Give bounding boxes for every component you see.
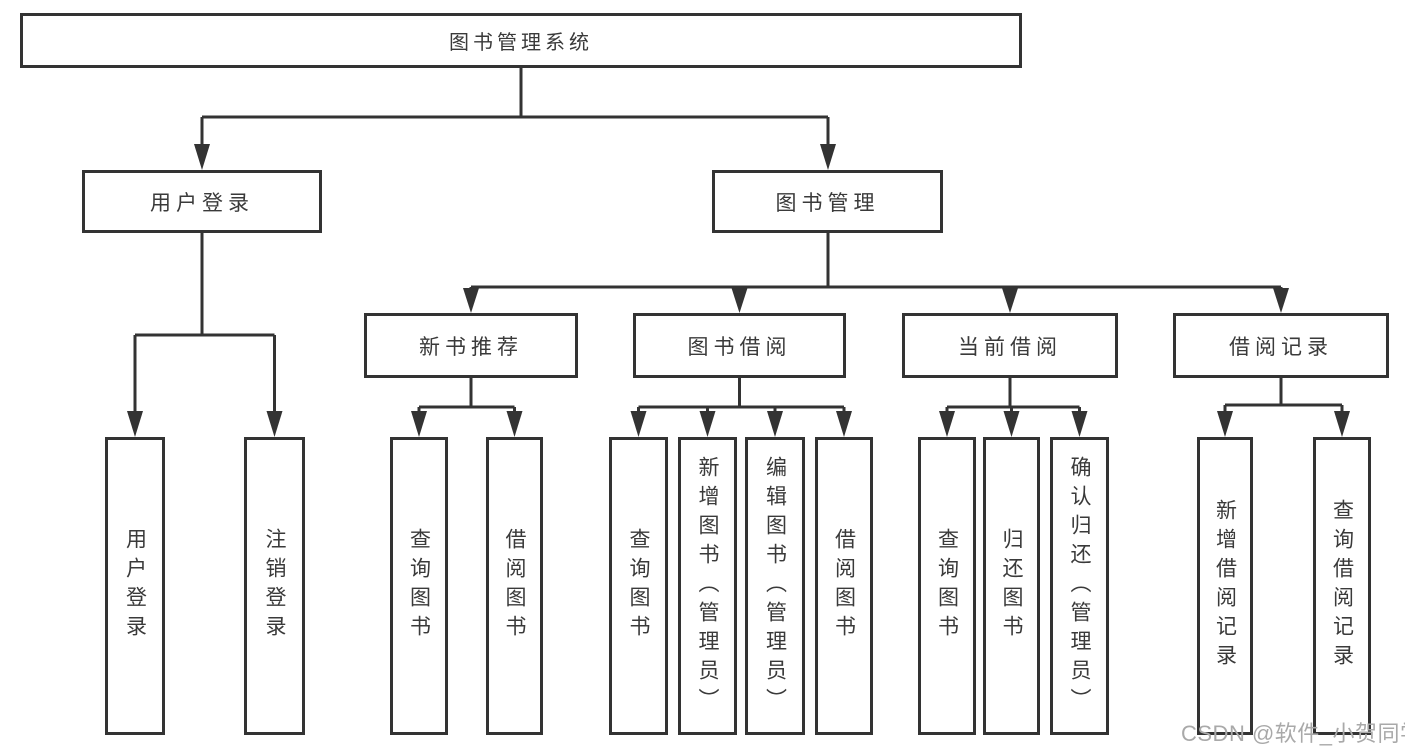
leaf-label: 查询图书 xyxy=(935,528,959,644)
node-root: 图书管理系统 xyxy=(20,13,1022,68)
connector-book-mgmt-group xyxy=(463,233,1289,313)
node-book-mgmt: 图书管理 xyxy=(712,170,943,233)
leaf-edit-book-admin: 编辑图书（管理员） xyxy=(745,437,805,735)
leaf-label: 查询图书 xyxy=(407,528,431,644)
leaf-query-book-2: 查询图书 xyxy=(609,437,668,735)
arrowhead-icon xyxy=(1071,411,1088,437)
connector-user-login-group xyxy=(127,233,283,437)
node-current-borrow: 当前借阅 xyxy=(902,313,1118,378)
leaf-borrow-book-2: 借阅图书 xyxy=(815,437,873,735)
arrowhead-icon xyxy=(731,288,748,313)
leaf-query-book-3: 查询图书 xyxy=(918,437,976,735)
arrowhead-icon xyxy=(194,144,210,170)
leaf-label: 查询借阅记录 xyxy=(1330,499,1354,673)
arrowhead-icon xyxy=(767,411,783,437)
arrowhead-icon xyxy=(836,411,852,437)
arrowhead-icon xyxy=(699,411,716,437)
node-book-borrow: 图书借阅 xyxy=(633,313,846,378)
arrowhead-icon xyxy=(127,411,143,437)
connector-root-to-branches xyxy=(194,68,836,170)
arrowhead-icon xyxy=(630,411,647,437)
leaf-borrow-book-1: 借阅图书 xyxy=(486,437,543,735)
arrowhead-icon xyxy=(939,411,955,437)
arrowhead-icon xyxy=(463,288,479,313)
node-borrow-record: 借阅记录 xyxy=(1173,313,1389,378)
arrowhead-icon xyxy=(506,411,523,437)
leaf-add-book-admin: 新增图书（管理员） xyxy=(678,437,737,735)
arrowhead-icon xyxy=(266,411,283,437)
arrowhead-icon xyxy=(1217,411,1233,437)
connector-new-book-rec-group xyxy=(411,378,523,437)
leaf-label: 归还图书 xyxy=(1000,528,1023,644)
leaf-label: 用户登录 xyxy=(123,528,147,644)
arrowhead-icon xyxy=(1334,411,1350,437)
leaf-label: 确认归还（管理员） xyxy=(1068,455,1091,717)
leaf-label: 借阅图书 xyxy=(503,528,526,644)
connector-current-borrow-group xyxy=(939,378,1088,437)
connector-book-borrow-group xyxy=(630,378,852,437)
leaf-confirm-return-admin: 确认归还（管理员） xyxy=(1050,437,1109,735)
arrowhead-icon xyxy=(820,144,836,170)
leaf-logout: 注销登录 xyxy=(244,437,305,735)
csdn-watermark: CSDN @软件_小贺同学 xyxy=(1181,721,1405,746)
leaf-label: 新增图书（管理员） xyxy=(696,455,719,717)
leaf-query-borrow-record: 查询借阅记录 xyxy=(1313,437,1371,735)
arrowhead-icon xyxy=(1003,411,1020,437)
leaf-label: 编辑图书（管理员） xyxy=(763,455,787,717)
leaf-label: 借阅图书 xyxy=(832,528,856,644)
node-new-book-rec: 新书推荐 xyxy=(364,313,578,378)
leaf-query-book-1: 查询图书 xyxy=(390,437,448,735)
connector-borrow-record-group xyxy=(1217,378,1350,437)
leaf-user-login: 用户登录 xyxy=(105,437,165,735)
leaf-label: 新增借阅记录 xyxy=(1213,499,1237,673)
node-user-login: 用户登录 xyxy=(82,170,322,233)
leaf-add-borrow-record: 新增借阅记录 xyxy=(1197,437,1253,735)
arrowhead-icon xyxy=(411,411,427,437)
arrowhead-icon xyxy=(1273,288,1289,313)
leaf-label: 查询图书 xyxy=(627,528,650,644)
leaf-return-book: 归还图书 xyxy=(983,437,1040,735)
arrowhead-icon xyxy=(1002,288,1018,313)
leaf-label: 注销登录 xyxy=(263,528,286,644)
